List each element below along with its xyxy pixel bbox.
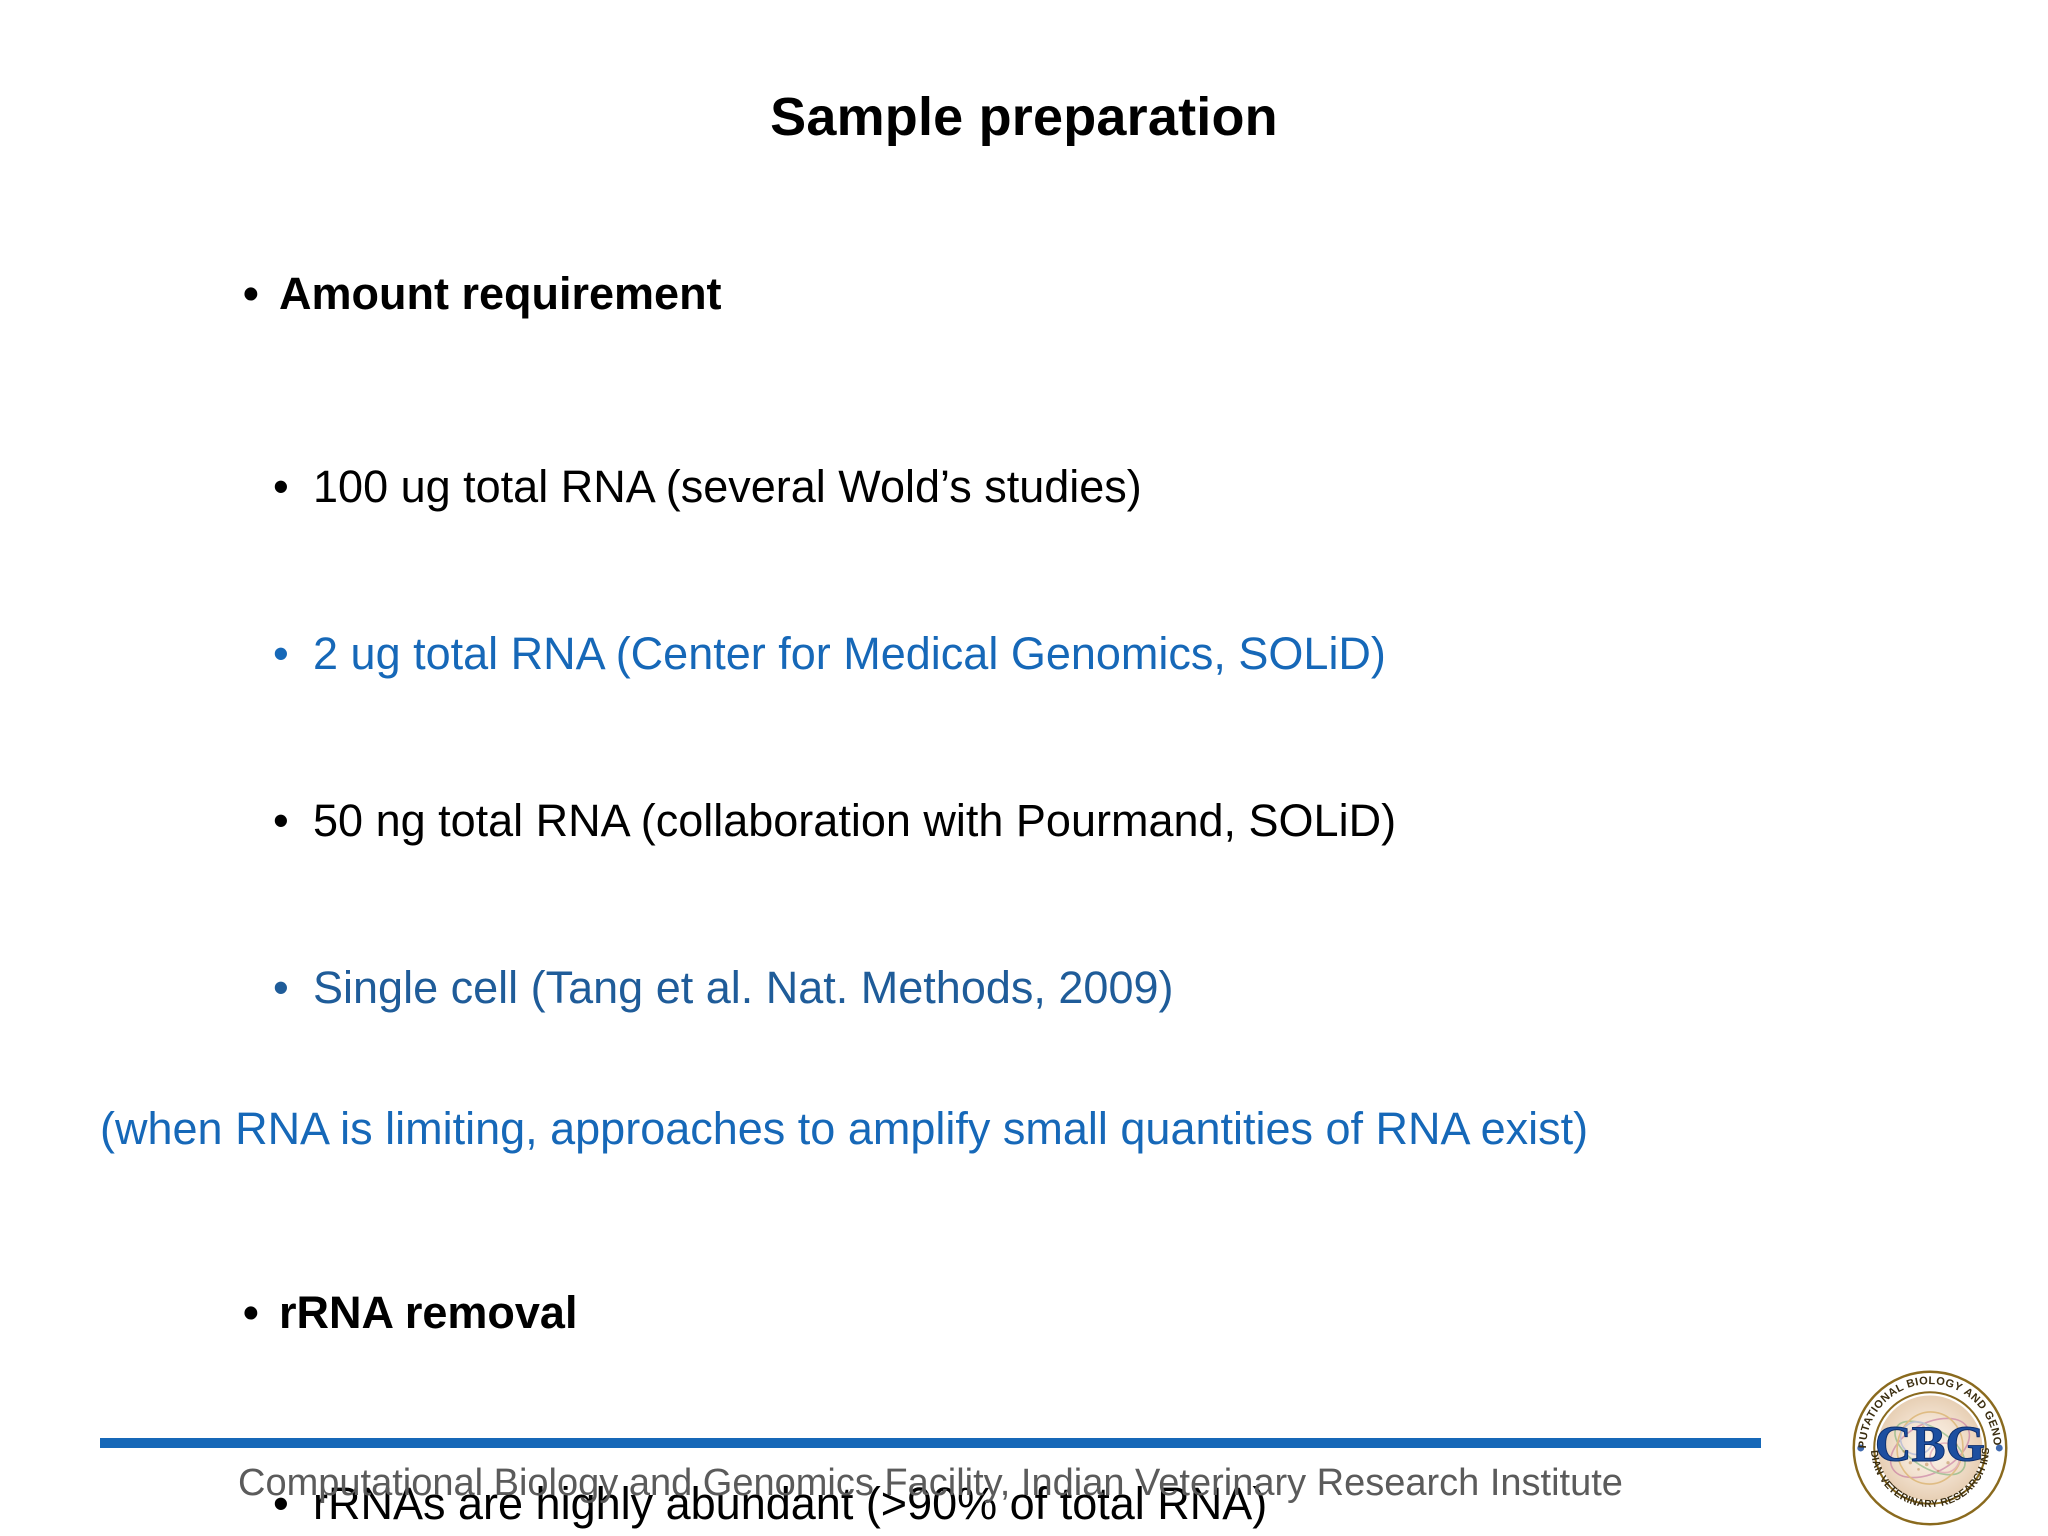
bullet-icon: • <box>273 627 289 679</box>
logo-center-text: CBG <box>1875 1416 1985 1472</box>
section-heading-label: Amount requirement <box>279 267 722 319</box>
list-item-label: 2 ug total RNA (Center for Medical Genom… <box>313 627 1386 679</box>
spacer <box>0 1083 2048 1105</box>
bullet-icon: • <box>243 267 259 319</box>
footer-divider <box>100 1438 1761 1448</box>
section-heading-rrna-removal: • rRNA removal <box>0 1241 2048 1384</box>
bullet-icon: • <box>273 460 289 512</box>
bullet-icon: • <box>273 961 289 1013</box>
list-item: • rRNAs are highly abundant (>90% of tota… <box>0 1432 2048 1536</box>
slide-body: • Amount requirement • 100 ug total RNA (s… <box>0 222 2048 1536</box>
list-item: • 2 ug total RNA (Center for Medical Geno… <box>0 582 2048 725</box>
spacer <box>0 1153 2048 1241</box>
list-item: • 50 ng total RNA (collaboration with Pou… <box>0 749 2048 892</box>
bullet-icon: • <box>243 1286 259 1338</box>
list-item-label: 100 ug total RNA (several Wold’s studies… <box>313 460 1142 512</box>
section-heading-label: rRNA removal <box>279 1286 578 1338</box>
bullet-icon: • <box>273 794 289 846</box>
cbg-ivri-logo-icon: COMPUTATIONAL BIOLOGY AND GENOMICS ICAR-… <box>1848 1366 2012 1530</box>
list-item: • 100 ug total RNA (several Wold’s studie… <box>0 415 2048 558</box>
list-item-label: Single cell (Tang et al. Nat. Methods, 2… <box>313 961 1174 1013</box>
spacer <box>0 389 2048 415</box>
list-item-label: rRNAs are highly abundant (>90% of total… <box>313 1477 1268 1529</box>
amplification-note: (when RNA is limiting, approaches to amp… <box>100 1103 1589 1155</box>
footer-text: Computational Biology and Genomics Facil… <box>238 1462 1623 1504</box>
list-item-label: 50 ng total RNA (collaboration with Pour… <box>313 794 1397 846</box>
spacer <box>0 1408 2048 1432</box>
list-item: • Single cell (Tang et al. Nat. Methods, … <box>0 916 2048 1059</box>
bullet-icon: • <box>273 1477 289 1529</box>
page-title: Sample preparation <box>770 87 1278 147</box>
section-heading-amount-requirement: • Amount requirement <box>0 222 2048 365</box>
